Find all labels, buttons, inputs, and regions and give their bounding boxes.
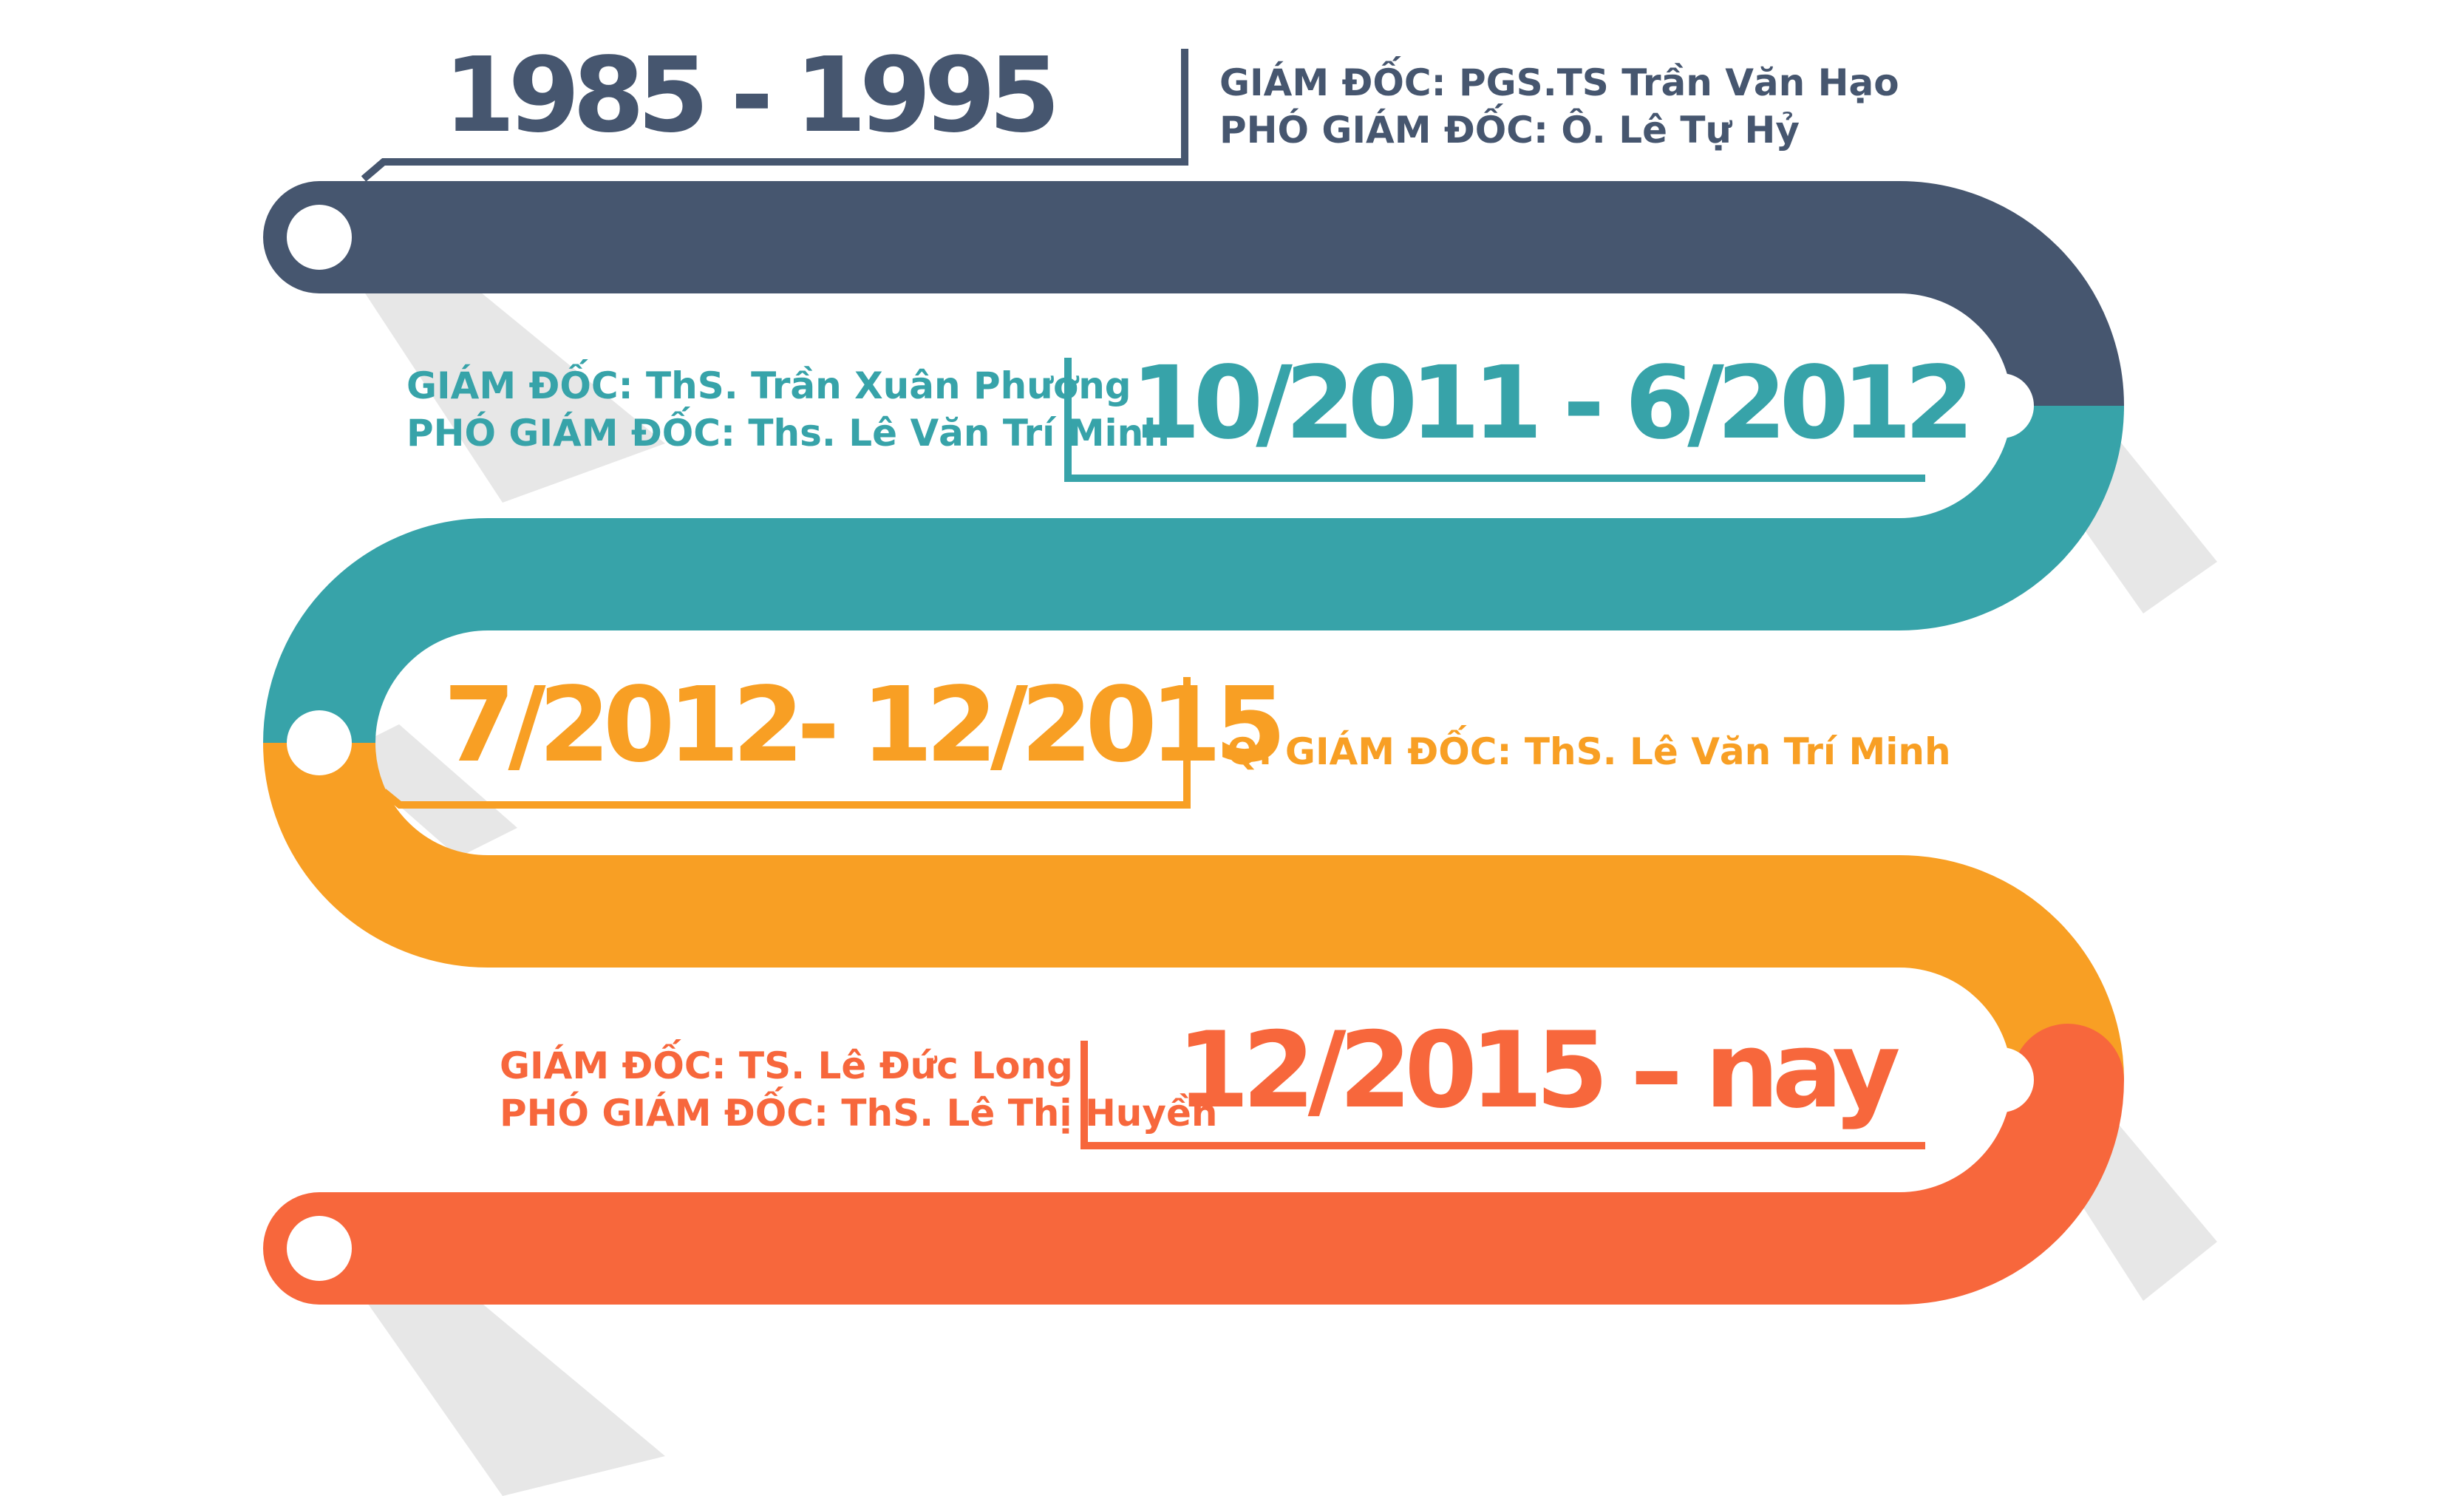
staff-line: PHÓ GIÁM ĐỐC: Ths. Lê Văn Trí Minh	[406, 412, 1170, 455]
frame-2011-2012	[1064, 358, 1925, 482]
staff-list-2015-nay: GIÁM ĐỐC: TS. Lê Đức Long PHÓ GIÁM ĐỐC: …	[500, 1042, 1217, 1137]
staff-line: PHÓ GIÁM ĐỐC: ThS. Lê Thị Huyền	[500, 1092, 1218, 1135]
timeline-nodes	[287, 205, 2034, 1281]
period-title-2011-2012: 10/2011 - 6/2012	[1131, 345, 1974, 462]
period-title-2012-2015: 7/2012- 12/2015	[443, 665, 1287, 786]
node-right-2	[1969, 1047, 2034, 1112]
staff-list-2012-2015: Q. GIÁM ĐỐC: ThS. Lê Văn Trí Minh	[1227, 728, 1951, 775]
ribbon-segment-2015-nay	[263, 1024, 2124, 1305]
period-title-2015-nay: 12/2015 – nay	[1177, 1010, 1901, 1132]
shadow-start-node	[340, 225, 665, 503]
node-end	[287, 1216, 352, 1281]
period-frames	[361, 49, 1925, 1149]
node-right-1	[1969, 373, 2034, 438]
ribbon-segment-2012-2015	[263, 741, 2124, 1081]
period-title-1985-1995: 1985 - 1995	[443, 35, 1061, 156]
node-left	[287, 710, 352, 775]
staff-line: GIÁM ĐỐC: PGS.TS Trần Văn Hạo	[1219, 61, 1899, 104]
staff-list-1985-1995: GIÁM ĐỐC: PGS.TS Trần Văn Hạo PHÓ GIÁM Đ…	[1219, 59, 1899, 154]
staff-line: GIÁM ĐỐC: TS. Lê Đức Long	[500, 1044, 1073, 1087]
staff-line: GIÁM ĐỐC: ThS. Trần Xuân Phương	[406, 364, 1131, 407]
ribbon-segment-1985-1995	[263, 181, 2124, 462]
staff-line: Q. GIÁM ĐỐC: ThS. Lê Văn Trí Minh	[1227, 730, 1951, 773]
staff-list-2011-2012: GIÁM ĐỐC: ThS. Trần Xuân Phương PHÓ GIÁM…	[406, 362, 1170, 457]
frame-2012-2015	[381, 677, 1191, 809]
ribbon	[263, 181, 2124, 1305]
node-start	[287, 205, 352, 270]
shadow-left-bend	[340, 724, 517, 857]
ribbon-segment-2011-2012	[263, 404, 2124, 744]
staff-line: PHÓ GIÁM ĐỐC: Ô. Lê Tự Hỷ	[1219, 109, 1800, 152]
frame-2015-nay	[1080, 1041, 1925, 1149]
frame-1985-1995	[361, 49, 1188, 182]
